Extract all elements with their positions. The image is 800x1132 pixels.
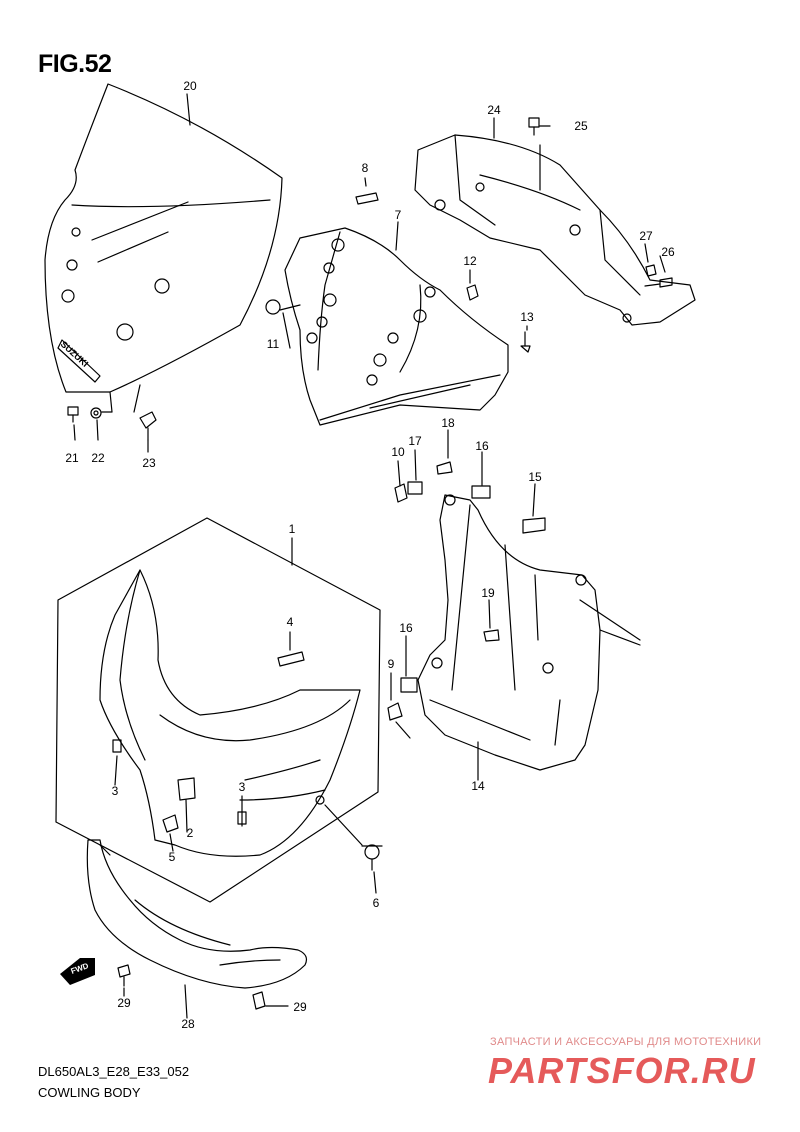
- screw-part-13: [520, 331, 531, 353]
- callout-29-right: 29: [293, 1000, 307, 1014]
- inner-panel-part-24: [414, 134, 696, 326]
- nut-part-23: [139, 411, 157, 441]
- grommet-part-16-lower: [400, 677, 418, 693]
- grommet-part-17: [407, 481, 423, 495]
- clip-part-5: [162, 814, 179, 833]
- screw-part-18: [436, 461, 453, 475]
- callout-6: 6: [372, 896, 380, 910]
- clip-part-29-right: [252, 991, 266, 1010]
- cowling-body-part-1: [99, 569, 361, 857]
- callout-27: 27: [639, 229, 653, 243]
- callout-24: 24: [487, 103, 501, 117]
- callout-14: 14: [471, 779, 485, 793]
- callout-18: 18: [441, 416, 455, 430]
- headlight-cover-part-7: [284, 227, 509, 426]
- callout-5: 5: [168, 850, 176, 864]
- callout-7: 7: [394, 208, 402, 222]
- plate-part-2: [177, 777, 196, 801]
- callout-17: 17: [408, 434, 422, 448]
- callout-8: 8: [361, 161, 369, 175]
- label-part-3-left: [112, 739, 122, 753]
- callout-4: 4: [286, 615, 294, 629]
- screw-part-6: [361, 844, 383, 871]
- grommet-part-15: [522, 517, 546, 534]
- callout-3-right: 3: [238, 780, 246, 794]
- callout-10: 10: [391, 445, 405, 459]
- callout-20: 20: [183, 79, 197, 93]
- screw-part-21: [67, 406, 79, 423]
- mounting-bracket-part-14: [417, 494, 641, 771]
- callout-3-left: 3: [111, 784, 119, 798]
- callout-19: 19: [481, 586, 495, 600]
- callout-1: 1: [288, 522, 296, 536]
- callout-29-left: 29: [117, 996, 131, 1010]
- washer-part-22: [90, 407, 102, 419]
- section-name: COWLING BODY: [38, 1085, 141, 1100]
- grommet-part-11: [265, 299, 281, 315]
- callout-23: 23: [142, 456, 156, 470]
- screw-part-19: [483, 629, 500, 642]
- lower-cover-part-28: [86, 839, 308, 989]
- nut-part-27: [645, 264, 657, 277]
- clip-part-29-left: [117, 964, 131, 987]
- figure-title: FIG.52: [38, 50, 112, 78]
- windscreen-part-20: SUZUKI: [44, 83, 283, 393]
- watermark-logo[interactable]: PARTSFOR.RU: [488, 1050, 756, 1091]
- callout-21: 21: [65, 451, 79, 465]
- callout-9: 9: [387, 657, 395, 671]
- callout-22: 22: [91, 451, 105, 465]
- callout-26: 26: [661, 245, 675, 259]
- clip-part-10: [394, 483, 408, 503]
- clip-part-12: [466, 284, 479, 301]
- label-part-8: [355, 192, 379, 205]
- callout-16-upper: 16: [475, 439, 489, 453]
- callout-15: 15: [528, 470, 542, 484]
- grommet-part-16-upper: [471, 485, 491, 499]
- callout-28: 28: [181, 1017, 195, 1031]
- clip-part-9: [387, 702, 403, 721]
- assembly-outline-part-1: [55, 517, 381, 903]
- bolt-part-25: [528, 117, 540, 136]
- callout-11: 11: [266, 337, 280, 351]
- windscreen-logo: SUZUKI: [59, 339, 91, 369]
- callout-12: 12: [463, 254, 477, 268]
- label-part-4: [277, 651, 305, 667]
- callout-13: 13: [520, 310, 534, 324]
- model-code: DL650AL3_E28_E33_052: [38, 1064, 190, 1079]
- callout-25: 25: [574, 119, 588, 133]
- callout-2: 2: [186, 826, 194, 840]
- forward-arrow-icon: FWD: [60, 958, 95, 985]
- watermark-tagline: ЗАПЧАСТИ И АКСЕССУАРЫ ДЛЯ МОТОТЕХНИКИ: [490, 1036, 762, 1048]
- screw-part-26: [644, 277, 673, 288]
- callout-16-lower: 16: [399, 621, 413, 635]
